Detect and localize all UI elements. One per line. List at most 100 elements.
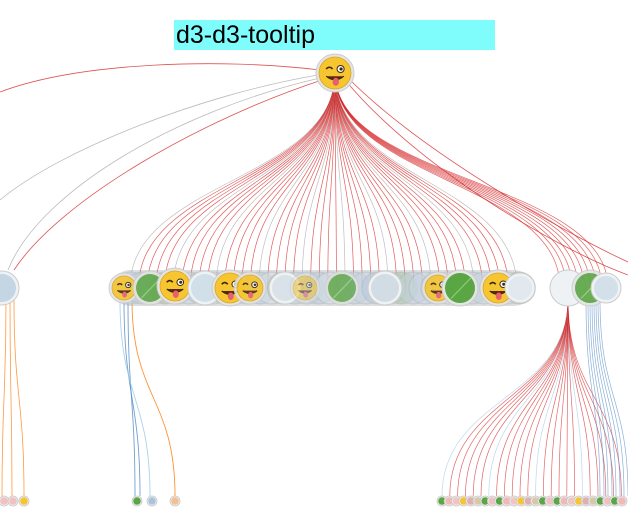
link-root-to-cluster [334, 72, 518, 289]
link-right-to-leaf [587, 299, 605, 497]
link-root-to-cluster [198, 72, 336, 289]
link-right-to-leaf [488, 299, 569, 497]
link-root-to-cluster [334, 72, 415, 289]
winking-tongue-face-icon[interactable] [156, 267, 194, 305]
link-right-to-leaf [567, 299, 607, 497]
link-root-to-left-node [13, 79, 323, 271]
green-leaf-icon[interactable] [441, 269, 479, 307]
winking-tongue-face-icon[interactable] [289, 272, 321, 304]
link-root-to-right [334, 72, 573, 289]
left-edge-node[interactable] [0, 270, 20, 306]
green-leaf-icon[interactable] [324, 270, 360, 306]
link-left-to-leaf [13, 299, 25, 497]
link-root-to-cluster [334, 72, 432, 289]
link-right-to-leaf [449, 299, 569, 497]
link-root-to-cluster [129, 72, 336, 289]
link-left-to-leaf [9, 299, 13, 497]
link-root-to-offscreen [0, 63, 321, 93]
link-root-to-right [334, 72, 561, 289]
winking-tongue-face-icon[interactable] [315, 53, 355, 93]
link-right-to-leaf [480, 299, 569, 497]
link-right-to-leaf [457, 299, 569, 497]
pink-dot-icon[interactable] [146, 495, 158, 507]
link-right-to-leaf [595, 299, 621, 497]
link-cluster-to-leaf [127, 299, 136, 497]
link-right-to-leaf [441, 299, 569, 497]
tooltip: d3-d3-tooltip [174, 20, 495, 50]
link-root-to-right [334, 72, 609, 289]
link-root-to-cluster [334, 72, 337, 289]
link-root-to-cluster [189, 72, 336, 289]
link-root-to-cluster [215, 72, 336, 289]
link-root-to-cluster [334, 72, 501, 289]
link-root-to-cluster [138, 72, 336, 289]
link-root-to-cluster [146, 72, 336, 289]
link-right-to-leaf [567, 299, 599, 497]
link-right-to-leaf [597, 299, 625, 497]
link-layer [0, 63, 628, 497]
link-right-to-leaf [585, 299, 601, 497]
link-cluster-to-leaf [119, 299, 151, 497]
link-right-to-leaf [472, 299, 569, 497]
link-root-to-cluster [301, 72, 336, 289]
link-root-to-cluster [334, 72, 354, 289]
link-root-to-left-node [7, 77, 321, 271]
link-root-to-cluster [293, 72, 336, 289]
link-root-to-cluster [181, 72, 336, 289]
faded-circle-icon[interactable] [504, 272, 536, 304]
link-root-to-right [334, 72, 567, 289]
link-root-to-cluster [155, 72, 336, 289]
link-root-to-cluster [232, 72, 336, 289]
pink-dot-icon[interactable] [169, 495, 181, 507]
link-root-to-right [334, 72, 585, 289]
pink-dot-icon[interactable] [7, 495, 19, 507]
link-root-to-cluster [327, 72, 336, 289]
link-right-to-leaf [465, 299, 569, 497]
link-right-to-leaf [504, 299, 569, 497]
link-root-to-cluster [334, 72, 466, 289]
link-root-to-cluster [250, 72, 336, 289]
faded-circle-icon[interactable] [367, 270, 403, 306]
link-right-to-leaf [527, 299, 569, 497]
link-root-to-cluster [224, 72, 336, 289]
leaf-row [0, 495, 628, 507]
link-root-to-cluster [275, 72, 336, 289]
link-cluster-to-leaf [123, 299, 141, 497]
link-root-to-cluster [334, 72, 372, 289]
link-right-to-leaf [591, 299, 613, 497]
link-root-to-cluster [334, 72, 440, 289]
link-root-to-cluster [172, 72, 336, 289]
link-root-to-offscreen [344, 79, 628, 276]
winking-tongue-face-icon[interactable] [18, 495, 30, 507]
link-root-to-right [334, 72, 591, 289]
link-root-to-offscreen [347, 77, 628, 263]
link-right-to-leaf [593, 299, 617, 497]
link-right-to-leaf [566, 299, 569, 497]
link-root-to-cluster [334, 72, 380, 289]
winking-tongue-face-icon[interactable] [515, 495, 527, 507]
link-root-to-cluster [258, 72, 336, 289]
faded-circle-icon[interactable] [590, 272, 622, 304]
link-left-to-leaf [1, 299, 7, 497]
link-right-to-leaf [599, 299, 628, 497]
link-root-to-cluster [207, 72, 336, 289]
link-root-to-right [334, 72, 603, 289]
link-root-to-cluster [334, 72, 363, 289]
link-right-to-leaf [496, 299, 569, 497]
winking-tongue-face-icon[interactable] [479, 269, 517, 307]
link-root-to-cluster [241, 72, 336, 289]
link-root-to-cluster [267, 72, 336, 289]
link-right-to-leaf [543, 299, 569, 497]
green-leaf-icon[interactable] [131, 495, 143, 507]
pink-dot-icon[interactable] [616, 495, 628, 507]
link-root-to-cluster [164, 72, 336, 289]
link-root-to-cluster [284, 72, 336, 289]
link-right-to-leaf [589, 299, 609, 497]
link-cluster-to-leaf [131, 299, 176, 497]
winking-tongue-face-icon[interactable] [233, 271, 267, 305]
node-layer [0, 53, 622, 307]
link-right-to-leaf [567, 299, 614, 497]
link-root-to-cluster [334, 72, 449, 289]
